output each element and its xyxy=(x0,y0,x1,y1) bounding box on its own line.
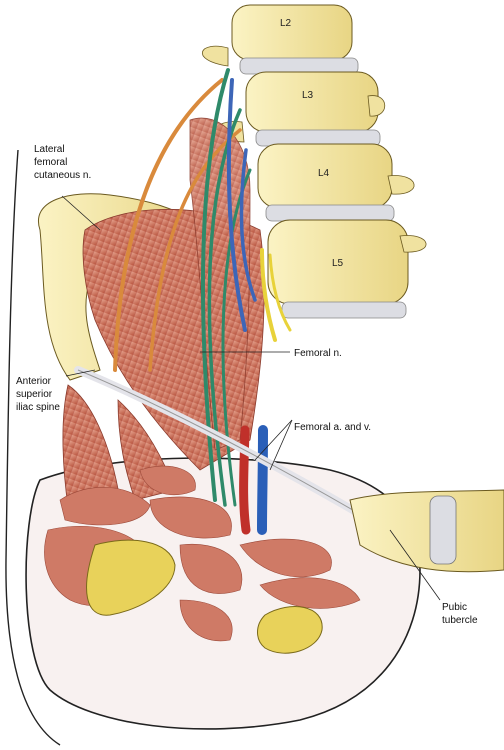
vertebra-label-l4: L4 xyxy=(318,168,330,179)
label-femoral-artery-vein: Femoral a. and v. xyxy=(294,422,371,433)
leader-lines xyxy=(61,195,441,601)
nerves xyxy=(113,68,292,507)
vertebra-label-l3: L3 xyxy=(302,90,314,101)
femoral-artery xyxy=(239,425,251,535)
pubic-bone xyxy=(349,489,504,573)
femur-cross-section xyxy=(86,539,176,616)
vertebra-label-l5: L5 xyxy=(332,258,344,269)
lumbar-spine xyxy=(202,4,427,319)
label-femoral-nerve: Femoral n. xyxy=(294,348,342,359)
lateral-femoral-cutaneous-nerve xyxy=(113,78,224,372)
femoral-vein xyxy=(257,425,268,535)
body-outline xyxy=(5,149,61,746)
pubis-cross-section xyxy=(257,606,323,654)
femoral-nerve xyxy=(200,68,230,502)
vertebra-label-l2: L2 xyxy=(280,18,292,29)
label-pubic-tubercle: Pubic tubercle xyxy=(442,602,478,626)
label-lateral-femoral-cutaneous-nerve: Lateral femoral cutaneous n. xyxy=(34,144,91,181)
label-anterior-superior-iliac-spine: Anterior superior iliac spine xyxy=(16,376,60,413)
